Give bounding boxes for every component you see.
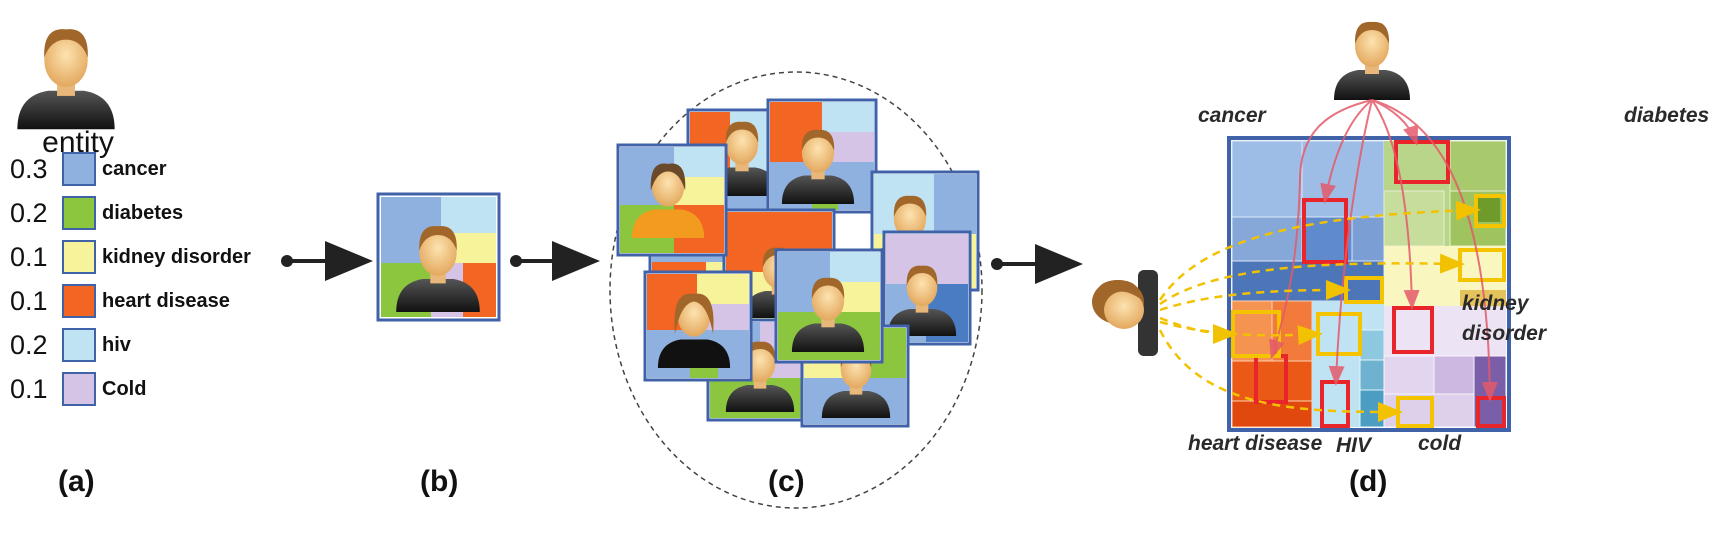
legend-label: kidney disorder — [102, 245, 251, 268]
cluster-card — [766, 98, 878, 214]
panel-label-b: (b) — [420, 465, 459, 498]
query-user-side-icon — [1092, 270, 1158, 356]
panel-label-d: (d) — [1349, 465, 1388, 498]
legend-value: 0.1 — [10, 285, 48, 316]
legend-swatch — [62, 328, 96, 362]
legend-label: Cold — [102, 377, 147, 400]
legend-label: diabetes — [102, 201, 184, 224]
entity-treemap-card — [376, 192, 501, 322]
entity-person-icon — [17, 29, 115, 130]
category-label-cancer: cancer — [1198, 104, 1266, 127]
legend-row-cancer: 0.3 cancer — [10, 148, 167, 190]
legend-swatch — [62, 372, 96, 406]
legend-value: 0.3 — [10, 153, 48, 184]
category-label-kidney-line1: kidney — [1462, 292, 1529, 315]
panel-label-a: (a) — [58, 465, 95, 498]
cluster-card — [616, 143, 728, 257]
legend-swatch — [62, 152, 96, 186]
cluster-card — [882, 230, 972, 346]
category-label-diabetes: diabetes — [1624, 104, 1710, 127]
arrow-a-to-b — [281, 241, 373, 281]
legend-row-diabetes: 0.2 diabetes — [10, 192, 183, 234]
cluster-card — [774, 248, 884, 364]
aggregate-treemap — [1227, 136, 1511, 432]
legend-value: 0.2 — [10, 197, 48, 228]
legend-row-heart-disease: 0.1 heart disease — [10, 280, 230, 322]
legend-row-hiv: 0.2 hiv — [10, 324, 131, 366]
legend-swatch — [62, 196, 96, 230]
legend-label: heart disease — [102, 289, 230, 312]
legend-value: 0.2 — [10, 329, 48, 360]
cluster-card — [643, 270, 753, 382]
legend-swatch — [62, 284, 96, 318]
legend-value: 0.1 — [10, 373, 48, 404]
arrow-c-to-d — [991, 244, 1083, 284]
panel-label-c: (c) — [768, 465, 805, 498]
entity-cluster — [609, 71, 983, 509]
red-query-arrows — [1269, 99, 1498, 402]
legend-label: cancer — [102, 157, 167, 180]
category-label-kidney-line2: disorder — [1462, 322, 1547, 345]
query-user-top-icon — [1334, 21, 1410, 100]
yellow-query-arrows — [1158, 200, 1481, 422]
arrow-b-to-c — [510, 241, 600, 281]
legend-row-cold: 0.1 Cold — [10, 368, 146, 410]
category-label-hiv: HIV — [1336, 434, 1372, 457]
category-label-cold: cold — [1418, 432, 1462, 455]
legend-value: 0.1 — [10, 241, 48, 272]
legend-label: hiv — [102, 333, 131, 356]
category-label-heart-disease: heart disease — [1188, 432, 1323, 455]
legend-swatch — [62, 240, 96, 274]
legend-row-kidney-disorder: 0.1 kidney disorder — [10, 236, 251, 278]
